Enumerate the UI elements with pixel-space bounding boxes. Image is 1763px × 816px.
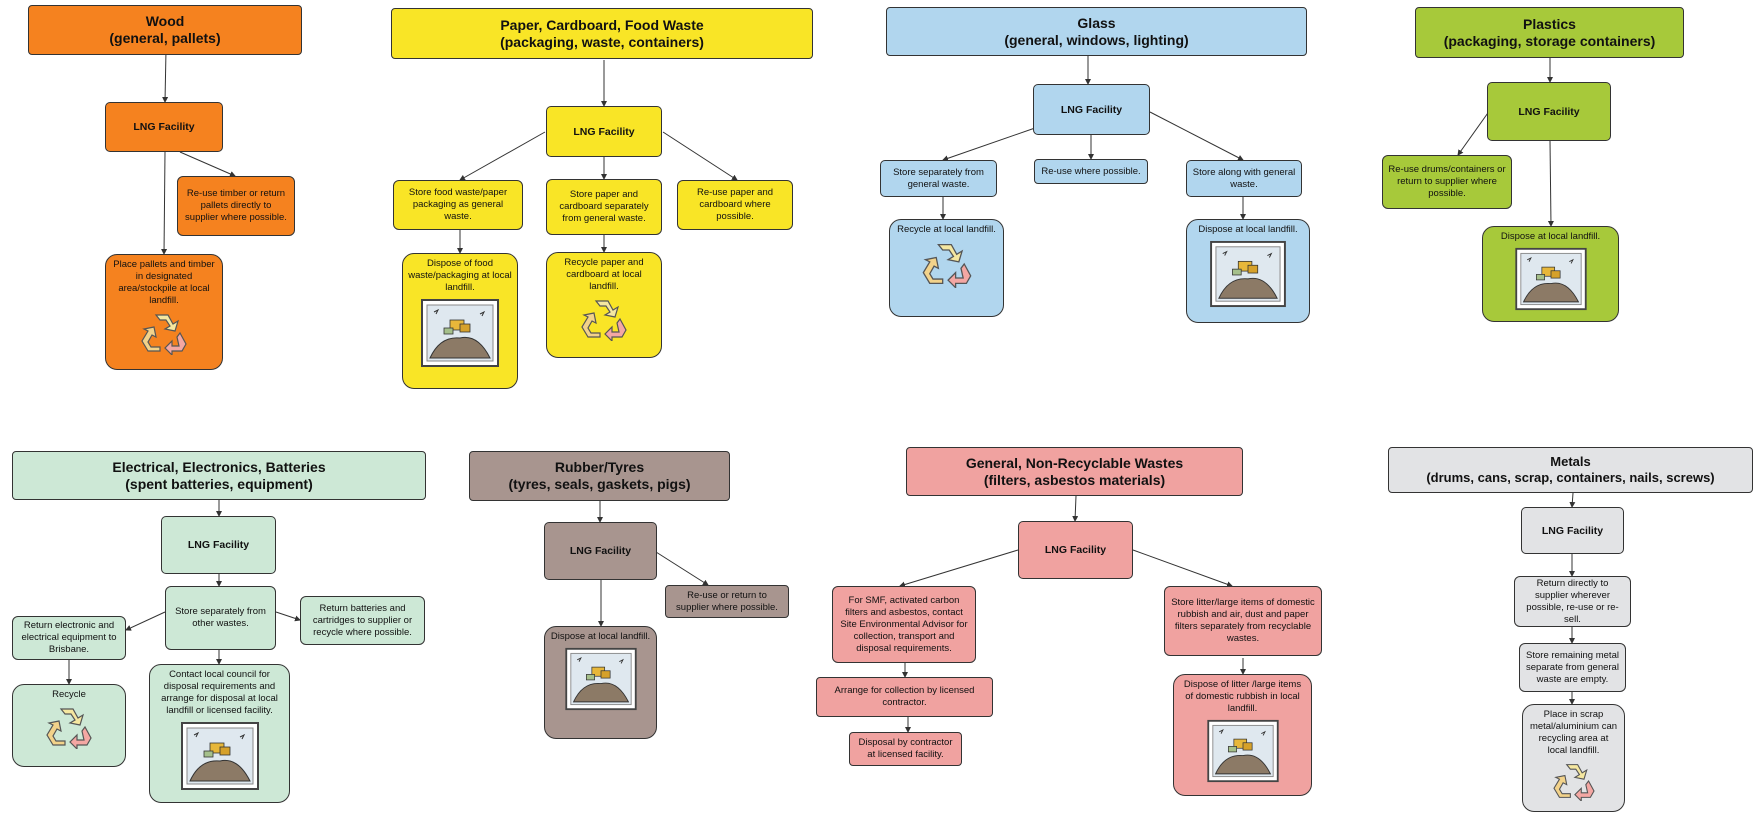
- glass-reuse-step: Re-use where possible.: [1034, 159, 1148, 184]
- glass-header-title: Glass: [1077, 14, 1116, 31]
- general-header: General, Non-Recyclable Wastes (filters,…: [906, 447, 1243, 496]
- metals-header-title: Metals: [1550, 454, 1591, 469]
- paper-dispose-text: Dispose of food waste/packaging at local…: [408, 258, 512, 293]
- landfill-icon: [1206, 719, 1279, 783]
- general-header-title: General, Non-Recyclable Wastes: [965, 454, 1184, 471]
- plastics-header: Plastics (packaging, storage containers): [1415, 7, 1684, 58]
- paper-reuse-step: Re-use paper and cardboard where possibl…: [677, 180, 793, 230]
- general-header-subtitle: (filters, asbestos materials): [983, 471, 1166, 488]
- rubber-lng-facility: LNG Facility: [544, 522, 657, 580]
- electrical-contact-step: Contact local council for disposal requi…: [149, 664, 290, 803]
- wood-lng-facility: LNG Facility: [105, 102, 223, 152]
- rubber-header: Rubber/Tyres (tyres, seals, gaskets, pig…: [469, 451, 730, 501]
- general-dispose-litter-step: Dispose of litter /large items of domest…: [1173, 674, 1312, 796]
- plastics-dispose-step: Dispose at local landfill.: [1482, 226, 1619, 322]
- plastics-dispose-text: Dispose at local landfill.: [1500, 231, 1601, 242]
- paper-lng-facility: LNG Facility: [546, 106, 662, 157]
- wood-place-text: Place pallets and timber in designated a…: [113, 259, 215, 306]
- glass-store-separately-step: Store separately from general waste.: [880, 160, 997, 197]
- electrical-recycle-text: Recycle: [52, 689, 86, 700]
- general-lng-facility: LNG Facility: [1018, 521, 1133, 579]
- glass-header-subtitle: (general, windows, lighting): [1004, 31, 1189, 48]
- landfill-icon: [1514, 247, 1587, 311]
- wood-reuse-step: Re-use timber or return pallets directly…: [177, 176, 295, 236]
- metals-header-subtitle: (drums, cans, scrap, containers, nails, …: [1426, 470, 1715, 485]
- glass-dispose-text: Dispose at local landfill.: [1198, 224, 1298, 235]
- plastics-header-title: Plastics: [1523, 15, 1576, 32]
- paper-header: Paper, Cardboard, Food Waste (packaging,…: [391, 8, 813, 59]
- paper-recycle-step: Recycle paper and cardboard at local lan…: [546, 252, 662, 358]
- electrical-contact-text: Contact local council for disposal requi…: [161, 669, 278, 716]
- electrical-store-step: Store separately from other wastes.: [165, 586, 276, 650]
- general-arrange-step: Arrange for collection by licensed contr…: [816, 677, 993, 717]
- recycle-icon: [922, 243, 971, 288]
- glass-lng-facility: LNG Facility: [1033, 84, 1150, 135]
- general-dispose-litter-text: Dispose of litter /large items of domest…: [1183, 679, 1302, 714]
- rubber-reuse-step: Re-use or return to supplier where possi…: [665, 585, 789, 618]
- metals-return-step: Return directly to supplier wherever pos…: [1514, 576, 1631, 627]
- wood-place-step: Place pallets and timber in designated a…: [105, 254, 223, 370]
- paper-store-food-step: Store food waste/paper packaging as gene…: [393, 180, 523, 230]
- general-disposal-contractor-step: Disposal by contractor at licensed facil…: [849, 732, 962, 766]
- electrical-return-batteries-step: Return batteries and cartridges to suppl…: [300, 596, 425, 645]
- paper-recycle-text: Recycle paper and cardboard at local lan…: [564, 257, 644, 292]
- paper-header-title: Paper, Cardboard, Food Waste: [500, 16, 704, 33]
- landfill-icon: [421, 299, 499, 367]
- paper-dispose-step: Dispose of food waste/packaging at local…: [402, 253, 518, 389]
- paper-store-paper-step: Store paper and cardboard separately fro…: [546, 179, 662, 235]
- wood-header-subtitle: (general, pallets): [109, 30, 221, 46]
- electrical-lng-facility: LNG Facility: [161, 516, 276, 574]
- rubber-header-subtitle: (tyres, seals, gaskets, pigs): [508, 476, 691, 492]
- glass-store-along-step: Store along with general waste.: [1186, 160, 1302, 197]
- recycle-icon: [581, 300, 627, 341]
- electrical-recycle-step: Recycle: [12, 684, 126, 767]
- rubber-header-title: Rubber/Tyres: [554, 459, 645, 475]
- glass-recycle-step: Recycle at local landfill.: [889, 219, 1004, 317]
- rubber-dispose-text: Dispose at local landfill.: [550, 631, 651, 642]
- metals-lng-facility: LNG Facility: [1521, 507, 1624, 554]
- electrical-header-subtitle: (spent batteries, equipment): [125, 475, 313, 492]
- metals-place-step: Place in scrap metal/aluminium can recyc…: [1522, 704, 1625, 812]
- glass-dispose-step: Dispose at local landfill.: [1186, 219, 1310, 323]
- plastics-lng-facility: LNG Facility: [1487, 82, 1611, 141]
- landfill-icon: [1210, 240, 1286, 308]
- wood-header: Wood (general, pallets): [28, 5, 302, 55]
- metals-place-text: Place in scrap metal/aluminium can recyc…: [1529, 709, 1618, 756]
- glass-header: Glass (general, windows, lighting): [886, 7, 1307, 56]
- general-store-litter-step: Store litter/large items of domestic rub…: [1164, 586, 1322, 656]
- metals-store-step: Store remaining metal separate from gene…: [1519, 643, 1626, 692]
- recycle-icon: [1552, 764, 1595, 801]
- electrical-header: Electrical, Electronics, Batteries (spen…: [12, 451, 426, 500]
- rubber-dispose-step: Dispose at local landfill.: [544, 626, 657, 739]
- plastics-reuse-step: Re-use drums/containers or return to sup…: [1382, 155, 1512, 209]
- recycle-icon: [141, 314, 187, 355]
- landfill-icon: [180, 722, 259, 790]
- glass-recycle-text: Recycle at local landfill.: [897, 224, 996, 235]
- landfill-icon: [564, 647, 637, 711]
- recycle-icon: [46, 708, 92, 749]
- paper-header-subtitle: (packaging, waste, containers): [500, 33, 704, 50]
- general-smf-step: For SMF, activated carbon filters and as…: [832, 586, 976, 663]
- electrical-return-electronic-step: Return electronic and electrical equipme…: [12, 616, 126, 660]
- metals-header: Metals (drums, cans, scrap, containers, …: [1388, 447, 1753, 493]
- electrical-header-title: Electrical, Electronics, Batteries: [112, 458, 326, 475]
- wood-header-title: Wood: [145, 13, 185, 29]
- plastics-header-subtitle: (packaging, storage containers): [1443, 32, 1656, 49]
